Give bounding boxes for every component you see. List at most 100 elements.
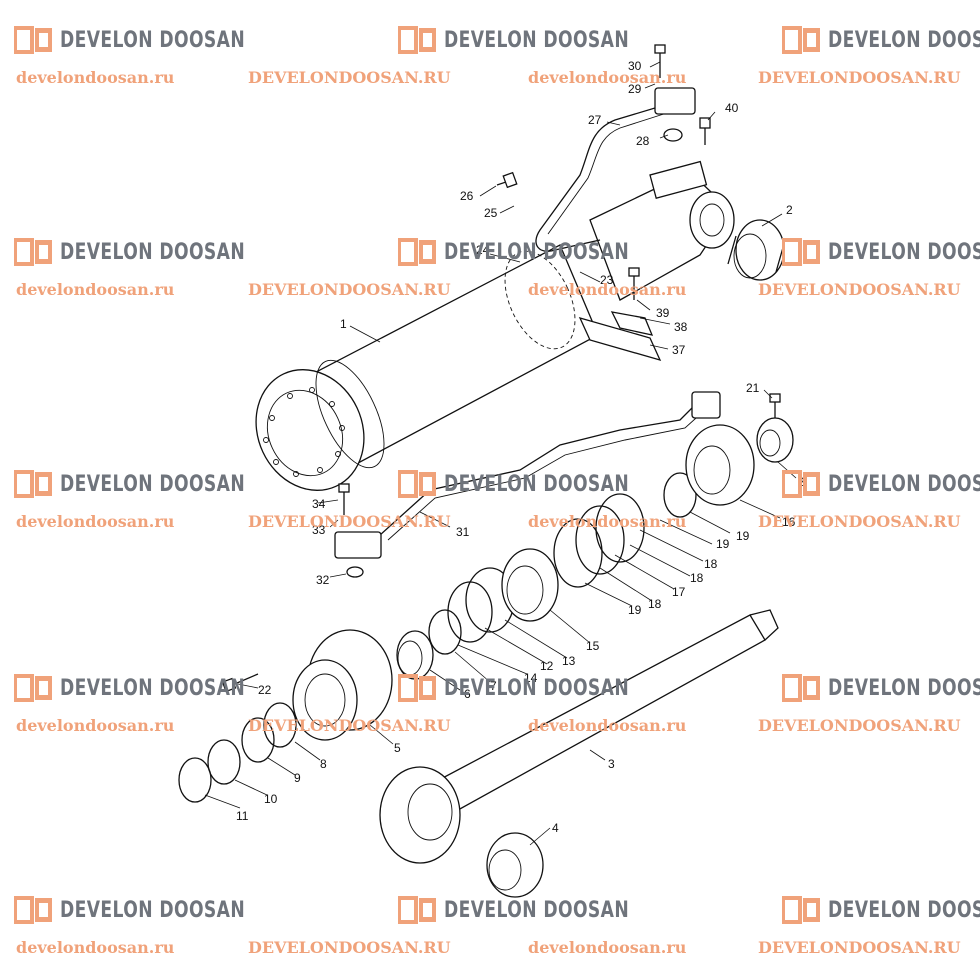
- callout-12: 12: [540, 659, 554, 673]
- piston-nut-16: [685, 424, 755, 506]
- watermark-brand-text: DEVELON DOOSAN: [444, 675, 630, 701]
- watermark-url: develondoosan.ru: [528, 512, 687, 531]
- watermark-url: develondoosan.ru: [528, 280, 687, 299]
- develon-logo-icon: [398, 470, 436, 498]
- develon-logo-icon: [14, 896, 52, 924]
- cylinder-head-5: [292, 629, 393, 741]
- callout-32: 30: [628, 59, 642, 73]
- ring-11: [178, 757, 212, 803]
- callout-18a: 18: [690, 571, 704, 585]
- watermark-brand-text: DEVELON DOOSAN: [60, 897, 246, 923]
- watermark-url: DEVELONDOOSAN.RU: [248, 938, 451, 957]
- callout-34: 32: [316, 573, 330, 587]
- watermark-brand-text: DEVELON DOOSAN: [60, 471, 246, 497]
- callout-33: 31: [456, 525, 470, 539]
- watermark-url: develondoosan.ru: [528, 68, 687, 87]
- watermark-url: DEVELONDOOSAN.RU: [758, 938, 961, 957]
- develon-logo-icon: [782, 238, 820, 266]
- develon-logo-icon: [14, 674, 52, 702]
- nut-22: [756, 417, 794, 463]
- develon-logo-icon: [398, 26, 436, 54]
- callout-labels: 30 29 27 28 40 2 26 25 24 23 39 38 37 1 …: [236, 59, 812, 835]
- watermark-brand-text: DEVELON DOOSAN: [828, 675, 980, 701]
- watermark-brand-text: DEVELON DOOSAN: [444, 897, 630, 923]
- callout-11: 11: [236, 809, 249, 823]
- watermark-url: DEVELONDOOSAN.RU: [248, 68, 451, 87]
- watermark-brand: DEVELON DOOSAN: [14, 26, 297, 54]
- piston-15: [501, 548, 559, 622]
- watermark-url: develondoosan.ru: [16, 512, 175, 531]
- watermark-brand: DEVELON DOOSAN: [14, 238, 297, 266]
- callout-9: 9: [294, 771, 301, 785]
- flange-35: [334, 531, 382, 559]
- callout-4: 4: [552, 821, 559, 835]
- callout-37: 37: [672, 343, 686, 357]
- watermark-brand: DEVELON DOOSAN: [398, 238, 681, 266]
- callout-13: 13: [562, 654, 576, 668]
- watermark-brand: DEVELON DOOSAN: [782, 238, 980, 266]
- callout-31: 29: [628, 82, 642, 96]
- callout-8: 8: [320, 757, 327, 771]
- ring-10: [207, 739, 241, 785]
- watermark-url: DEVELONDOOSAN.RU: [758, 716, 961, 735]
- ring-18: [575, 505, 625, 575]
- watermark-url: DEVELONDOOSAN.RU: [248, 512, 451, 531]
- callout-3: 3: [608, 757, 615, 771]
- watermark-brand: DEVELON DOOSAN: [782, 674, 980, 702]
- oring-30: [663, 128, 683, 142]
- watermark-brand: DEVELON DOOSAN: [14, 674, 297, 702]
- seal-ring-7: [428, 609, 462, 655]
- watermark-url: DEVELONDOOSAN.RU: [758, 512, 961, 531]
- grease-fitting-40: [699, 117, 711, 145]
- bushing-4: [486, 832, 544, 898]
- develon-logo-icon: [782, 26, 820, 54]
- callout-23: 21: [746, 381, 760, 395]
- callout-15: 15: [586, 639, 600, 653]
- callout-10: 10: [264, 792, 278, 806]
- bolt-32: [654, 44, 666, 78]
- bushing-2: [727, 219, 785, 281]
- seal-ring-6: [396, 630, 434, 680]
- watermark-brand-text: DEVELON DOOSAN: [444, 27, 630, 53]
- watermark-url: DEVELONDOOSAN.RU: [248, 280, 451, 299]
- leader-lines: [204, 61, 797, 846]
- callout-17: 17: [672, 585, 686, 599]
- callout-19b: 19: [628, 603, 642, 617]
- watermark-brand-text: DEVELON DOOSAN: [444, 239, 630, 265]
- ring-8: [263, 702, 297, 748]
- develon-logo-icon: [14, 26, 52, 54]
- callout-14: 14: [524, 671, 538, 685]
- callout-28: 26: [460, 189, 474, 203]
- callout-30: 28: [636, 134, 650, 148]
- pipe-29: [535, 104, 666, 252]
- develon-logo-icon: [782, 674, 820, 702]
- watermark-url: develondoosan.ru: [16, 716, 175, 735]
- callout-19a: 18: [704, 557, 718, 571]
- callout-18b: 18: [648, 597, 662, 611]
- ring-9: [241, 717, 275, 763]
- watermark-brand-text: DEVELON DOOSAN: [60, 27, 246, 53]
- watermark-url: develondoosan.ru: [528, 938, 687, 957]
- watermark-brand: DEVELON DOOSAN: [14, 470, 297, 498]
- watermark-brand-text: DEVELON DOOSAN: [444, 471, 630, 497]
- callout-2: 2: [786, 203, 793, 217]
- clamp-bracket-37: [578, 311, 662, 362]
- watermark-brand-text: DEVELON DOOSAN: [60, 675, 246, 701]
- callout-40: 40: [725, 101, 739, 115]
- cylinder-head-eye: [589, 160, 735, 301]
- develon-logo-icon: [398, 896, 436, 924]
- callout-24: 22: [258, 683, 272, 697]
- callout-7: 7: [490, 679, 497, 693]
- watermark-brand-text: DEVELON DOOSAN: [828, 897, 980, 923]
- watermark-brand: DEVELON DOOSAN: [14, 896, 297, 924]
- callout-36: 34: [312, 497, 326, 511]
- callout-29: 27: [588, 113, 602, 127]
- callout-35: 33: [312, 523, 326, 537]
- watermark-brand: DEVELON DOOSAN: [782, 26, 980, 54]
- callout-20: 19: [716, 537, 730, 551]
- bolt-39: [628, 267, 640, 300]
- watermark-brand: DEVELON DOOSAN: [782, 470, 980, 498]
- flange-31: [654, 87, 696, 115]
- ring-19: [553, 518, 603, 588]
